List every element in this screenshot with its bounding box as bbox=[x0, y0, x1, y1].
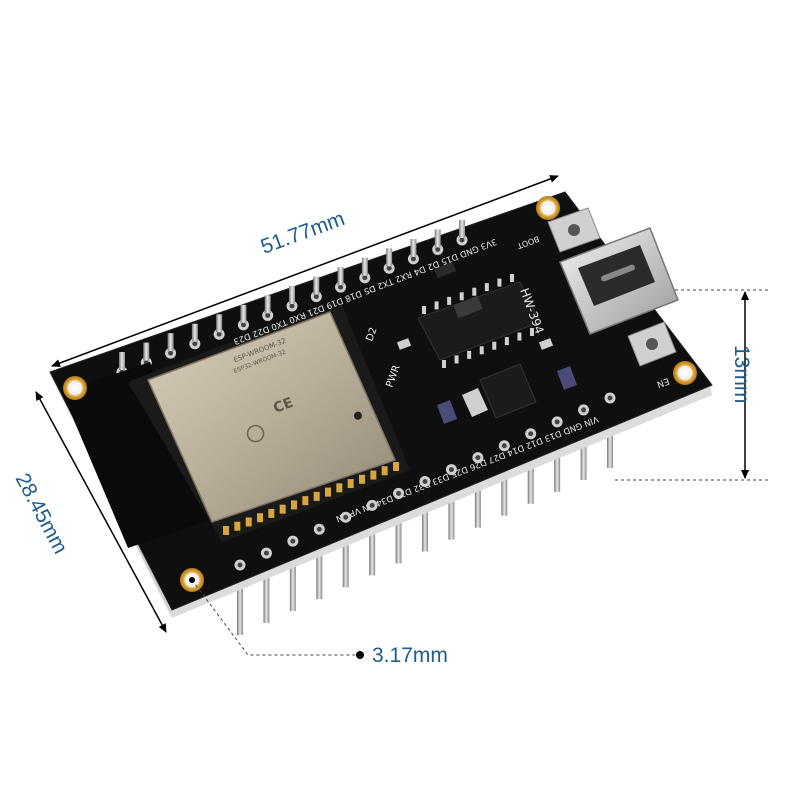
pcb-edge bbox=[170, 385, 712, 618]
hole-offset-label: 3.17mm bbox=[372, 644, 448, 667]
hole-offset-leader bbox=[191, 579, 360, 656]
regulator-chip bbox=[462, 363, 537, 419]
usb-c-port bbox=[559, 227, 679, 335]
header-pin-bottom bbox=[237, 583, 243, 635]
module-cert-text: CE bbox=[271, 395, 295, 417]
header-pin-bottom bbox=[263, 571, 270, 624]
header-pin-bottom bbox=[289, 559, 296, 612]
mounting-hole-top-right bbox=[536, 196, 560, 220]
mounting-hole-bottom-right bbox=[673, 361, 697, 385]
header-pin-bottom bbox=[369, 523, 376, 576]
header-pin-bottom bbox=[554, 439, 561, 492]
en-button bbox=[627, 321, 677, 367]
header-pin-bottom bbox=[501, 463, 508, 516]
bottom-pin-pads bbox=[234, 392, 616, 571]
header-pin-bottom bbox=[527, 451, 534, 504]
length-dimension-line bbox=[51, 175, 559, 367]
header-pin-bottom bbox=[448, 487, 455, 540]
width-dimension-line bbox=[35, 391, 167, 633]
header-pin-bottom bbox=[607, 416, 613, 468]
header-pin-bottom bbox=[342, 535, 349, 588]
header-pin-bottom bbox=[474, 475, 481, 528]
header-pin-bottom bbox=[422, 499, 428, 552]
header-pin-bottom bbox=[316, 547, 323, 600]
mounting-hole-top-left bbox=[63, 376, 87, 400]
header-pin-bottom bbox=[580, 427, 587, 480]
height-dimension-label: 13mm bbox=[730, 345, 753, 404]
en-label: EN bbox=[655, 375, 670, 389]
header-pin-bottom bbox=[395, 511, 402, 564]
